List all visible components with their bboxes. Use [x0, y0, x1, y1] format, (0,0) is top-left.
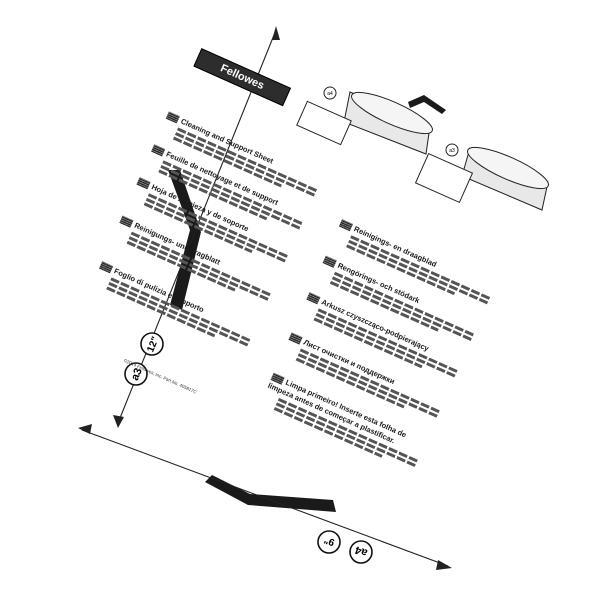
flag-icon-pl — [306, 292, 321, 305]
dimension-line-horizontal — [81, 429, 449, 567]
flag-icon-de — [119, 215, 134, 228]
panel-badge-right — [445, 143, 459, 157]
arrow-head-left — [78, 424, 92, 434]
arrow-head-bottom-left — [113, 415, 124, 428]
flag-icon-nl — [338, 219, 354, 232]
zigzag-decoration-top — [408, 95, 446, 114]
laminator-illustration-right — [414, 146, 549, 211]
laminator-illustration-top — [296, 91, 433, 155]
size-mark-9-label: 9" — [323, 534, 337, 548]
size-mark-a4-circle — [349, 540, 373, 564]
zigzag-decoration-left — [168, 170, 201, 310]
fellowes-logo: Fellowes — [193, 48, 292, 107]
flag-icon-uk — [165, 111, 180, 124]
panel-badge-left — [323, 86, 337, 100]
size-mark-a4-label: a4 — [353, 543, 369, 559]
copyright-footer: ©2014 Fellowes, Inc. Part No. 405817C — [122, 357, 198, 395]
size-mark-a3-label: a3 — [129, 366, 145, 382]
flag-icon-fr — [151, 144, 166, 157]
flag-icon-es — [136, 177, 151, 190]
arrow-head-top — [272, 26, 280, 40]
size-mark-9-circle — [317, 530, 341, 554]
flag-icon-ru — [288, 332, 303, 345]
size-mark-a3-circle — [124, 362, 148, 386]
panel-badge-right-label: a3 — [449, 148, 455, 154]
flag-icon-se — [322, 255, 337, 268]
flag-icon-it — [98, 261, 114, 274]
arrow-head-right — [436, 560, 452, 570]
zigzag-decoration-bottom — [205, 475, 336, 512]
panel-badge-left-label: a4 — [327, 91, 333, 97]
size-mark-12-circle — [140, 332, 164, 356]
